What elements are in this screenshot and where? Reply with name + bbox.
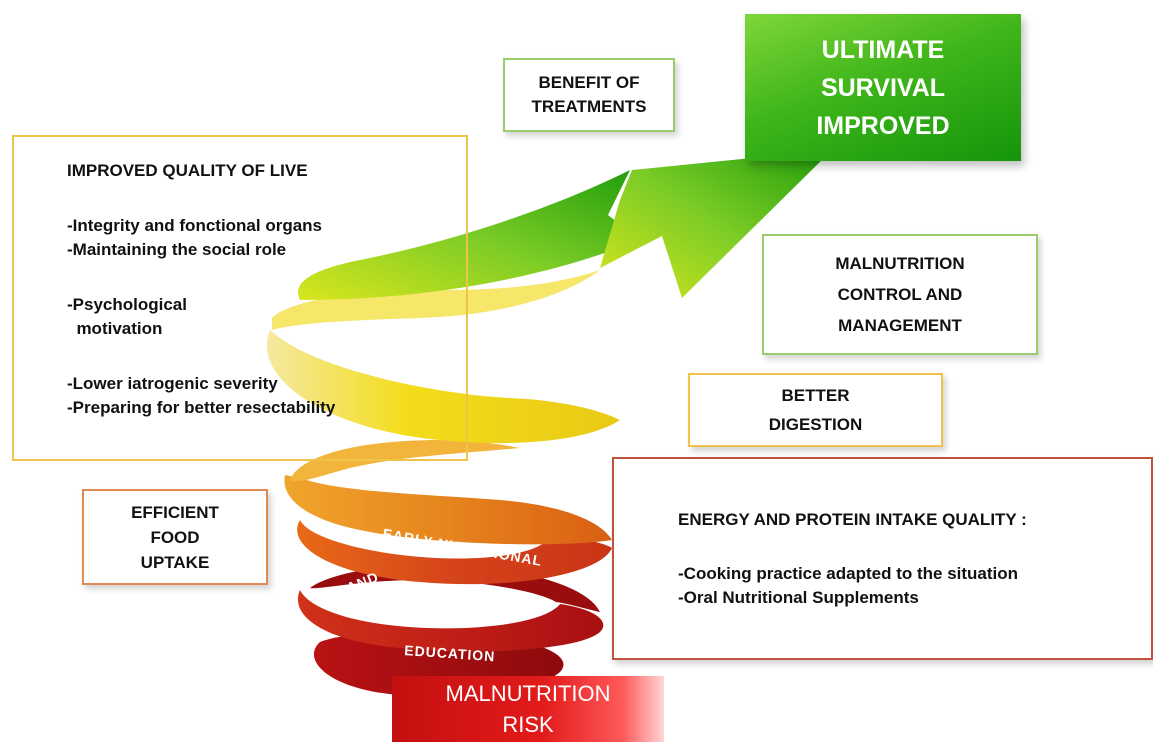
- quality-item-3: -Psychological: [67, 295, 187, 314]
- quality-item-1: -Integrity and fonctional organs: [67, 216, 323, 235]
- benefit-line-1: BENEFIT OF: [538, 73, 640, 92]
- spiral-label-culinary: CULINARY: [440, 608, 521, 631]
- ultimate-survival-box: ULTIMATE SURVIVAL IMPROVED: [745, 14, 1021, 161]
- quality-of-life-box: IMPROVED QUALITY OF LIVE -Integrity and …: [12, 135, 468, 461]
- better-digestion-box: BETTER DIGESTION: [688, 373, 943, 447]
- quality-item-2: -Maintaining the social role: [67, 240, 287, 259]
- spiral-label-education: EDUCATION: [404, 642, 496, 664]
- ultimate-line-2: SURVIVAL: [820, 73, 946, 102]
- efficient-food-uptake-box: EFFICIENT FOOD UPTAKE: [82, 489, 268, 585]
- food-line-3: UPTAKE: [140, 552, 210, 572]
- quality-item-4: motivation: [67, 319, 163, 338]
- quality-of-life-title: IMPROVED QUALITY OF LIVE: [67, 161, 308, 180]
- energy-item-2: -Oral Nutritional Supplements: [678, 588, 919, 607]
- ultimate-line-1: ULTIMATE: [821, 35, 945, 64]
- risk-line-1: MALNUTRITION: [445, 681, 611, 706]
- control-line-1: MALNUTRITION: [835, 254, 965, 273]
- malnutrition-control-box: MALNUTRITION CONTROL AND MANAGEMENT: [762, 234, 1038, 355]
- energy-title: ENERGY AND PROTEIN INTAKE QUALITY :: [678, 510, 1027, 529]
- control-line-3: MANAGEMENT: [838, 316, 962, 335]
- energy-protein-box: ENERGY AND PROTEIN INTAKE QUALITY : -Coo…: [612, 457, 1153, 660]
- spiral-ring-orange: [284, 475, 612, 545]
- spiral-ring-red: [297, 590, 604, 652]
- spiral-ring-orange-red: [297, 520, 612, 585]
- spiral-ribbon-yellow-back: [272, 270, 600, 330]
- green-arrow-head: [600, 150, 832, 298]
- benefit-line-2: TREATMENTS: [531, 97, 647, 116]
- quality-item-5: -Lower iatrogenic severity: [67, 374, 278, 393]
- control-line-2: CONTROL AND: [837, 285, 963, 304]
- spiral-label-and: AND: [344, 568, 381, 595]
- energy-item-1: -Cooking practice adapted to the situati…: [678, 564, 1019, 583]
- quality-item-6: -Preparing for better resectability: [67, 398, 336, 417]
- food-line-2: FOOD: [150, 527, 200, 547]
- risk-line-2: RISK: [502, 712, 554, 737]
- green-arrow-shaft: [298, 170, 640, 300]
- benefit-of-treatments-box: BENEFIT OF TREATMENTS: [503, 58, 675, 132]
- food-line-1: EFFICIENT: [131, 502, 219, 522]
- spiral-ring-orange-top: [290, 440, 520, 482]
- digestion-line-2: DIGESTION: [768, 415, 863, 434]
- malnutrition-risk-box: MALNUTRITION RISK: [392, 676, 664, 742]
- ultimate-line-3: IMPROVED: [816, 111, 950, 140]
- spiral-ribbon-yellow: [266, 330, 620, 444]
- digestion-line-1: BETTER: [781, 386, 850, 405]
